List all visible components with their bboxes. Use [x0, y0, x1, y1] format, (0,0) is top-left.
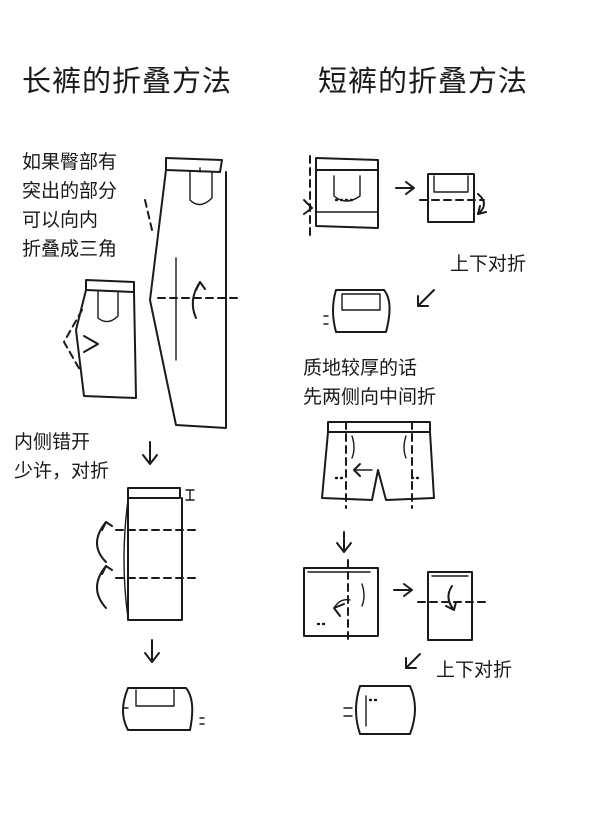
thick-note-line-2: 先两侧向中间折: [303, 386, 437, 408]
shorts-rolled: [417, 571, 487, 641]
thick-note-line-1: 质地较厚的话: [303, 357, 418, 379]
hip-note-line-3: 可以向内: [22, 209, 99, 231]
hip-note-line-2: 突出的部分: [22, 180, 118, 202]
shorts-half-folded: [419, 173, 487, 223]
long-pants-final: [122, 687, 205, 731]
shorts-front-view: [321, 421, 435, 509]
arrow-down-icon-2: [144, 639, 160, 663]
arrow-down-left-icon-2: [405, 653, 421, 669]
shorts-small-folded: [323, 289, 391, 333]
arrow-down-left-icon: [417, 289, 435, 307]
arrow-down-icon-3: [336, 531, 352, 553]
shorts-side-view: [303, 155, 379, 241]
thick-fabric-note: 质地较厚的话 先两侧向中间折: [303, 354, 436, 412]
hip-fold-view: [63, 279, 137, 399]
fold-note-2-text: 上下对折: [436, 659, 513, 681]
hip-note-line-1: 如果臀部有: [22, 151, 118, 173]
shorts-fold-note-2: 上下对折: [436, 656, 512, 685]
hip-fold-note: 如果臀部有 突出的部分 可以向内 折叠成三角: [22, 148, 117, 264]
offset-note-line-2: 少许，对折: [14, 460, 110, 482]
arrow-right-icon-2: [393, 583, 413, 597]
title-long-pants: 长裤的折叠方法: [22, 64, 233, 98]
shorts-side-folded: [303, 559, 379, 645]
title-shorts: 短裤的折叠方法: [318, 64, 529, 98]
fold-note-1-text: 上下对折: [450, 253, 527, 275]
long-pants-side-view: [144, 157, 241, 429]
shorts-final: [343, 685, 416, 735]
offset-fold-note: 内侧错开 少许，对折: [14, 428, 109, 486]
shorts-fold-note-1: 上下对折: [450, 250, 526, 279]
hip-note-line-4: 折叠成三角: [22, 238, 118, 260]
long-pants-folded: [96, 487, 197, 621]
offset-note-line-1: 内侧错开: [14, 431, 91, 453]
arrow-right-icon: [395, 181, 415, 195]
arrow-down-icon: [142, 441, 158, 465]
